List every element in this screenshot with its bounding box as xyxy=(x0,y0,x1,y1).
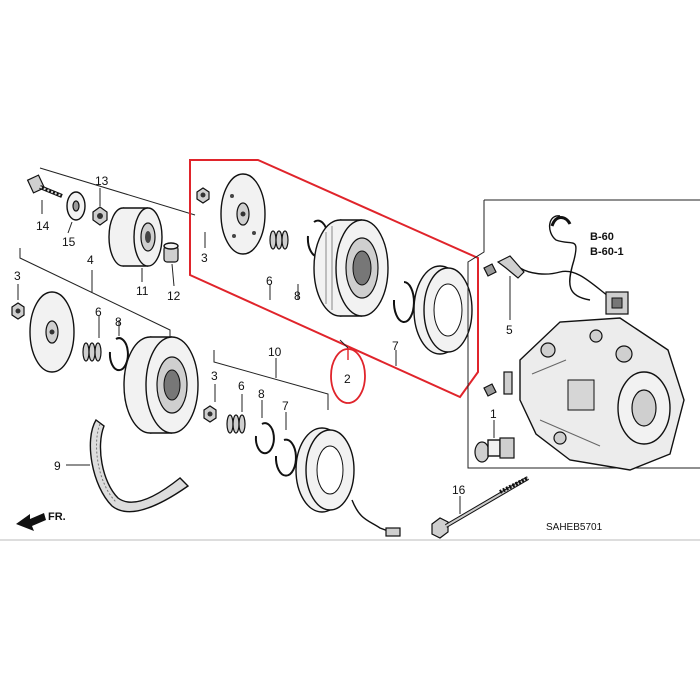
label-7-red: 7 xyxy=(392,339,399,353)
shims-6 xyxy=(269,230,289,250)
label-6-bottom: 6 xyxy=(238,379,245,393)
label-15: 15 xyxy=(62,235,76,249)
idler-assembly xyxy=(26,167,196,287)
label-16: 16 xyxy=(452,483,466,497)
compressor-group xyxy=(431,199,700,539)
label-1: 1 xyxy=(490,407,497,421)
label-2: 2 xyxy=(344,372,351,386)
label-9: 9 xyxy=(54,459,61,473)
label-b60: B-60 xyxy=(590,231,614,243)
clutch-group-10 xyxy=(203,350,401,537)
compressor-pulley xyxy=(313,219,389,317)
label-fr: FR. xyxy=(48,511,66,523)
label-4: 4 xyxy=(87,253,94,267)
label-7-bottom: 7 xyxy=(282,399,289,413)
label-14: 14 xyxy=(36,219,50,233)
drive-belt-9 xyxy=(66,418,190,513)
field-coil xyxy=(413,265,473,355)
highlight-box-item-2 xyxy=(189,159,479,399)
label-11: 11 xyxy=(136,284,149,298)
item-2-callout xyxy=(330,339,366,404)
nut-13 xyxy=(92,206,108,226)
part-labels: 13 14 15 11 12 3 6 8 7 2 3 4 6 8 9 10 3 … xyxy=(14,174,624,533)
diagram-code: SAHEB5701 xyxy=(546,522,603,533)
red-group-parts xyxy=(196,173,473,355)
leader-line xyxy=(39,167,196,216)
clutch-group-4 xyxy=(11,248,199,434)
label-13: 13 xyxy=(95,174,109,188)
front-direction-arrow xyxy=(16,513,46,531)
washer-15 xyxy=(66,191,86,221)
label-12: 12 xyxy=(167,289,181,303)
label-3-bottom: 3 xyxy=(211,369,218,383)
label-5: 5 xyxy=(506,323,513,337)
label-b601: B-60-1 xyxy=(590,246,624,258)
label-8-bottom: 8 xyxy=(258,387,265,401)
label-10: 10 xyxy=(268,345,282,359)
label-8-red: 8 xyxy=(294,289,301,303)
bolt-14 xyxy=(26,174,63,198)
label-3-left: 3 xyxy=(14,269,21,283)
bolt-16 xyxy=(431,476,530,539)
label-6-red: 6 xyxy=(266,274,273,288)
cap-12 xyxy=(163,242,179,263)
label-8-left: 8 xyxy=(115,315,122,329)
label-3-red: 3 xyxy=(201,251,208,265)
label-6-left: 6 xyxy=(95,305,102,319)
idler-pulley-11 xyxy=(108,207,163,267)
